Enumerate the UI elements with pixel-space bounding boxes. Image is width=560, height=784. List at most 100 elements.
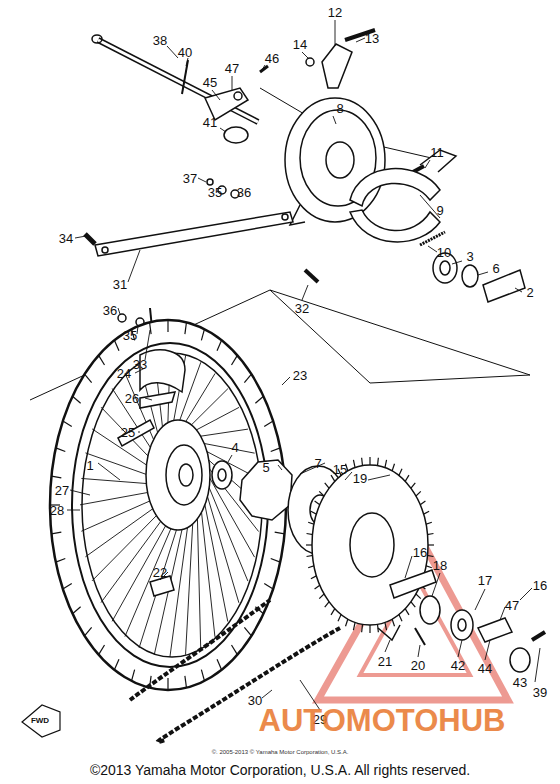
- tread-block: [63, 421, 72, 426]
- copyright-caption: ©2013 Yamaha Motor Corporation, U.S.A. A…: [0, 762, 560, 778]
- tread-block: [99, 645, 105, 655]
- tread-block: [201, 329, 204, 340]
- callout-number: 34: [59, 232, 73, 245]
- callout-number: 35: [123, 329, 137, 342]
- tread-block: [85, 627, 92, 635]
- spoke: [81, 500, 152, 531]
- axle: [98, 40, 258, 122]
- tread-block: [185, 676, 187, 688]
- callout-number: 38: [153, 34, 167, 47]
- callout-number: 47: [505, 599, 519, 612]
- spoke: [201, 443, 255, 453]
- fwd-arrow: [22, 705, 60, 737]
- spoke: [85, 507, 155, 557]
- tread-block: [132, 670, 135, 681]
- tread-block: [271, 558, 281, 562]
- callout-number: 14: [293, 38, 307, 51]
- spoke: [201, 507, 215, 637]
- callout-number: 6: [492, 262, 499, 275]
- tread-block: [167, 678, 168, 690]
- leader-lines: [67, 20, 540, 710]
- fine-print: ©. 2005-2013 © Yamaha Motor Corporation,…: [212, 749, 349, 755]
- brake-shoe: [350, 169, 440, 206]
- callout-number: 11: [430, 146, 444, 159]
- callout-number: 21: [378, 655, 392, 668]
- tread-block: [217, 340, 222, 351]
- torque-arm: [95, 212, 293, 256]
- watermark-text: AUTOMOTOHUB: [259, 705, 506, 736]
- tread-block: [56, 558, 66, 562]
- tread-block: [231, 355, 237, 365]
- callout-number: 40: [178, 46, 192, 59]
- fwd-text: FWD: [31, 717, 49, 725]
- callout-number: 44: [478, 662, 492, 675]
- callout-number: 25: [121, 426, 135, 439]
- callout-number: 35: [208, 186, 222, 199]
- tread-block: [56, 448, 66, 452]
- callout-number: 33: [133, 358, 147, 371]
- tread-block: [73, 607, 81, 614]
- spoke: [112, 522, 168, 621]
- callout-number: 8: [336, 102, 343, 115]
- callout-number: 47: [225, 62, 239, 75]
- tread-block: [51, 476, 61, 478]
- tread-block: [255, 396, 263, 403]
- callout-number: 42: [451, 659, 465, 672]
- callout-number: 32: [295, 302, 309, 315]
- callout-number: 2: [526, 286, 533, 299]
- spoke: [197, 513, 200, 648]
- callout-number: 28: [50, 504, 64, 517]
- callout-number: 10: [437, 246, 451, 259]
- callout-number: 1: [86, 459, 93, 472]
- tread-block: [264, 421, 273, 426]
- tread-block: [85, 374, 92, 382]
- spoke: [183, 373, 215, 425]
- spoke: [188, 389, 228, 428]
- spoke: [193, 407, 239, 431]
- tread-block: [264, 584, 273, 589]
- spoke: [197, 429, 248, 437]
- brake-plate: [285, 98, 385, 222]
- callout-number: 13: [365, 32, 379, 45]
- tread-block: [114, 340, 119, 351]
- spoke: [85, 453, 148, 475]
- callout-number: 16: [413, 546, 427, 559]
- damper: [240, 460, 292, 520]
- callout-number: 36: [103, 304, 117, 317]
- tread-block: [244, 627, 251, 635]
- tread-block: [167, 320, 168, 332]
- tread-block: [73, 396, 81, 403]
- tread-block: [231, 645, 237, 655]
- callout-number: 24: [117, 367, 131, 380]
- spoke: [186, 518, 193, 654]
- callout-number: 19: [353, 472, 367, 485]
- callout-number: 27: [55, 484, 69, 497]
- sprocket: [312, 465, 428, 625]
- spoke: [92, 513, 159, 581]
- callout-number: 31: [113, 278, 127, 291]
- callout-number: 39: [533, 686, 547, 699]
- callout-number: 12: [328, 6, 342, 19]
- spoke: [81, 478, 148, 483]
- tread-block: [217, 659, 222, 670]
- rim: [72, 343, 268, 667]
- tread-block: [185, 322, 187, 334]
- tread-block: [99, 355, 105, 365]
- callout-number: 23: [293, 369, 307, 382]
- callout-number: 17: [478, 574, 492, 587]
- tread-block: [201, 670, 204, 681]
- tread-block: [114, 659, 119, 670]
- callout-number: 5: [262, 461, 269, 474]
- callout-number: 22: [153, 566, 167, 579]
- callout-number: 20: [411, 659, 425, 672]
- spoke: [204, 500, 228, 622]
- callout-number: 9: [436, 204, 443, 217]
- hub: [146, 420, 210, 530]
- tread-block: [275, 532, 285, 534]
- callout-number: 46: [265, 52, 279, 65]
- callout-number: 7: [314, 457, 321, 470]
- callout-number: 45: [203, 76, 217, 89]
- tread-block: [63, 584, 72, 589]
